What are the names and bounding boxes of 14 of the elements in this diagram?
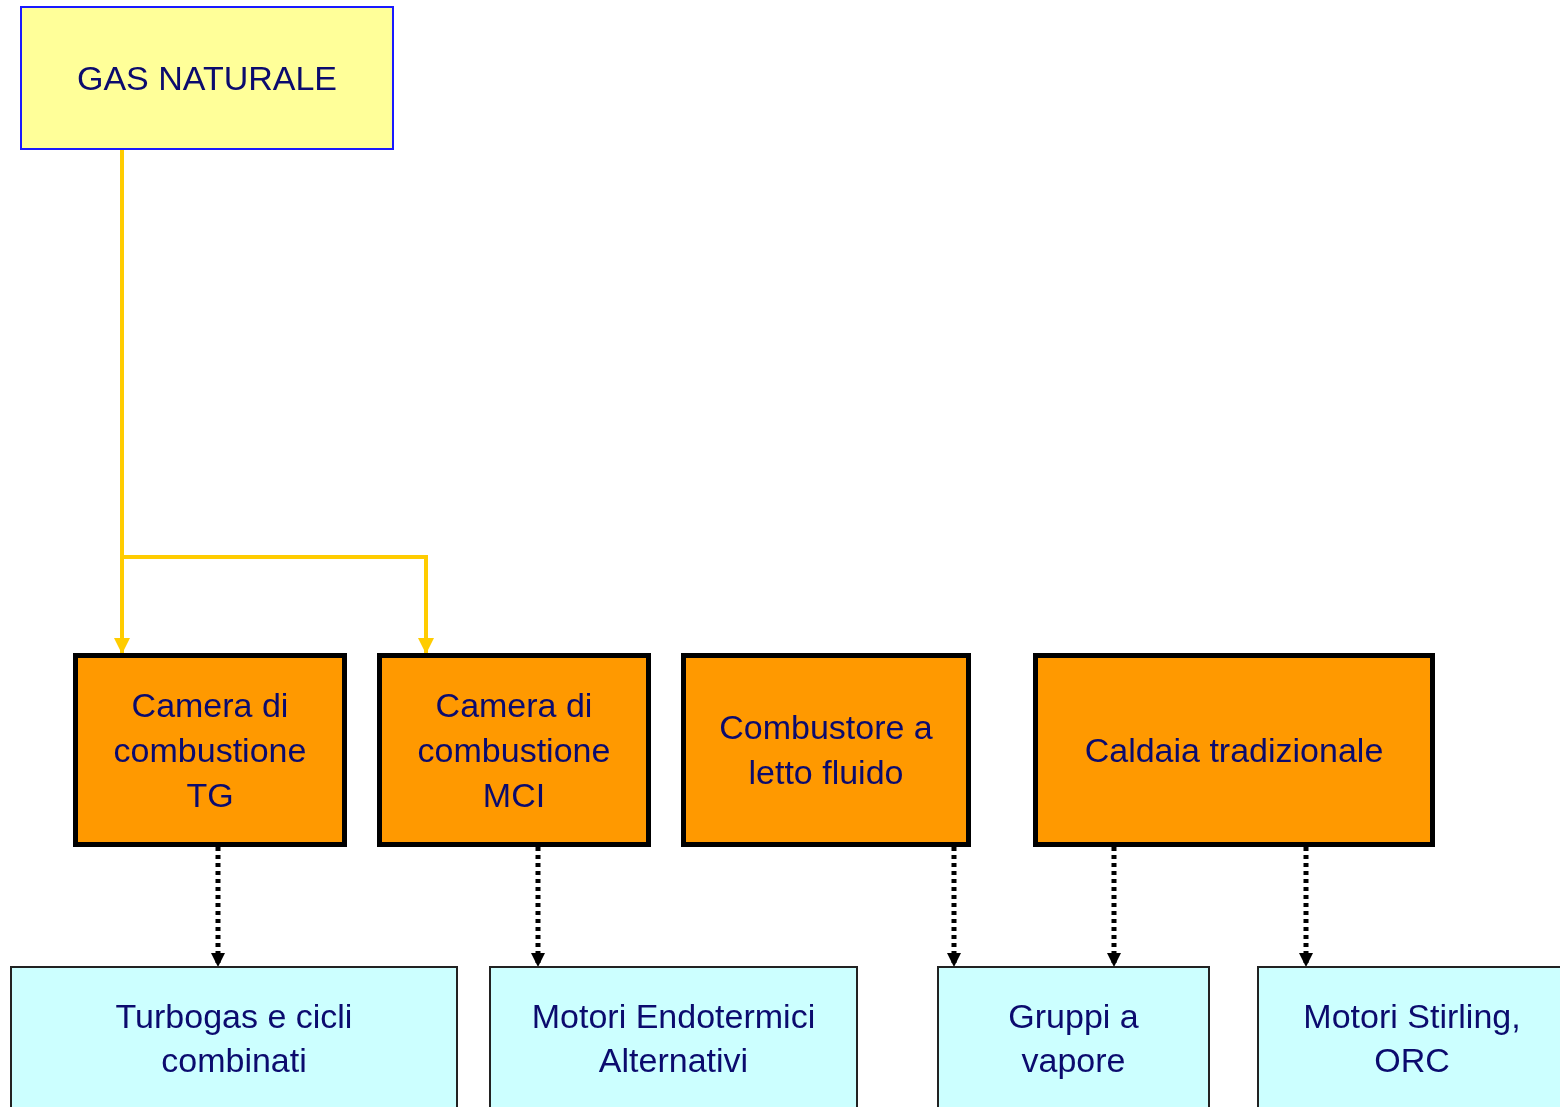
dotted-arrow (947, 847, 961, 967)
process-box: Caldaia tradizionale (1033, 653, 1435, 847)
dotted-arrow (1299, 847, 1313, 967)
dotted-arrow (531, 847, 545, 967)
process-box: Combustore a letto fluido (681, 653, 971, 847)
process-box: Camera di combustione TG (73, 653, 347, 847)
dotted-arrow (211, 847, 225, 967)
source-box: GAS NATURALE (20, 6, 394, 150)
technology-box: Gruppi a vapore (937, 966, 1210, 1107)
process-box: Camera di combustione MCI (377, 653, 651, 847)
technology-box: Motori Endotermici Alternativi (489, 966, 858, 1107)
technology-box: Turbogas e cicli combinati (10, 966, 458, 1107)
technology-box: Motori Stirling, ORC (1257, 966, 1560, 1107)
dotted-arrow (1107, 847, 1121, 967)
